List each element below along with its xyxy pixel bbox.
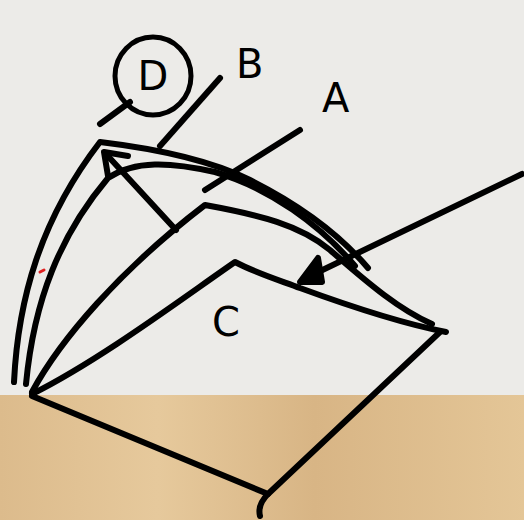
part-letter: C (212, 302, 240, 342)
circled-callout: D (111, 34, 195, 118)
callout-letter: D (138, 56, 169, 96)
part-letter: B (236, 44, 263, 84)
part-letter: A (322, 78, 349, 118)
